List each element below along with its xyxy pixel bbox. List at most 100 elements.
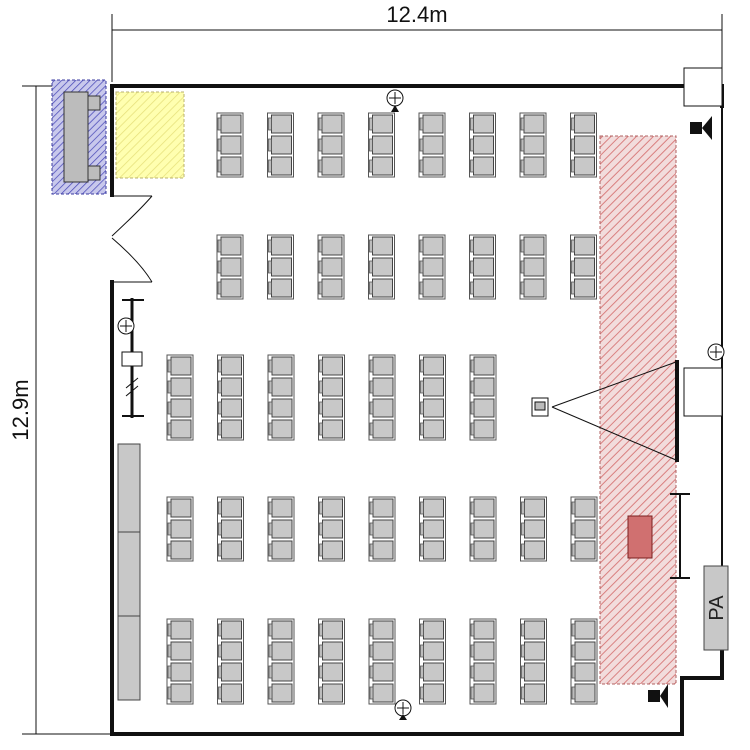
seat bbox=[372, 236, 393, 256]
lectern-line bbox=[670, 493, 690, 579]
seat bbox=[574, 498, 596, 518]
seat bbox=[322, 498, 343, 518]
seat bbox=[372, 498, 394, 518]
seat bbox=[523, 156, 545, 176]
seat-armrest bbox=[268, 644, 273, 658]
seat bbox=[473, 620, 495, 640]
seat-armrest bbox=[420, 522, 424, 536]
seat-armrest bbox=[268, 239, 272, 253]
podium bbox=[627, 515, 653, 559]
seat-armrest bbox=[520, 239, 525, 253]
seat-armrest bbox=[218, 623, 222, 637]
seat bbox=[473, 419, 495, 439]
seat-armrest bbox=[369, 522, 374, 536]
seat-armrest bbox=[319, 401, 323, 415]
seat-armrest bbox=[420, 422, 424, 436]
seat bbox=[524, 519, 545, 539]
seat-armrest bbox=[419, 260, 424, 274]
seat bbox=[221, 419, 242, 439]
seat-armrest bbox=[268, 281, 272, 295]
seat bbox=[523, 135, 545, 155]
seat bbox=[372, 156, 393, 176]
seat bbox=[170, 641, 192, 661]
seat-armrest bbox=[318, 117, 323, 131]
seat bbox=[473, 641, 495, 661]
seat-armrest bbox=[167, 401, 172, 415]
seat-armrest bbox=[268, 380, 273, 394]
seat bbox=[170, 498, 192, 518]
seat-armrest bbox=[470, 281, 474, 295]
seat-armrest bbox=[217, 260, 222, 274]
seat bbox=[170, 620, 192, 640]
seat bbox=[321, 257, 343, 277]
seat-armrest bbox=[218, 422, 222, 436]
control-booth bbox=[51, 79, 107, 195]
seat-armrest bbox=[571, 501, 576, 515]
seat bbox=[271, 498, 293, 518]
seat-armrest bbox=[521, 686, 525, 700]
seat bbox=[423, 356, 444, 376]
seat bbox=[574, 236, 595, 256]
seat bbox=[423, 398, 444, 418]
seat bbox=[574, 257, 595, 277]
microphone-icon bbox=[707, 343, 725, 361]
seat-armrest bbox=[369, 260, 373, 274]
seat bbox=[321, 278, 343, 298]
seat bbox=[574, 662, 596, 682]
seat-armrest bbox=[319, 501, 323, 515]
seat bbox=[322, 683, 343, 703]
seat-armrest bbox=[420, 665, 424, 679]
seat bbox=[372, 114, 393, 134]
seat bbox=[220, 278, 242, 298]
seat-armrest bbox=[167, 380, 172, 394]
seat bbox=[271, 519, 293, 539]
seat-armrest bbox=[369, 422, 374, 436]
seat bbox=[271, 156, 292, 176]
seat-armrest bbox=[521, 522, 525, 536]
seat-armrest bbox=[218, 522, 222, 536]
seat bbox=[372, 620, 394, 640]
seat-armrest bbox=[318, 281, 323, 295]
seat-armrest bbox=[218, 401, 222, 415]
seat bbox=[372, 419, 394, 439]
seat bbox=[221, 662, 242, 682]
seat bbox=[271, 540, 293, 560]
seat-armrest bbox=[319, 359, 323, 373]
seat-armrest bbox=[369, 665, 374, 679]
seat bbox=[473, 662, 495, 682]
seat bbox=[574, 156, 595, 176]
seat bbox=[473, 356, 495, 376]
seat-armrest bbox=[470, 138, 474, 152]
seat-armrest bbox=[571, 543, 576, 557]
seat-armrest bbox=[167, 522, 172, 536]
seat bbox=[423, 641, 444, 661]
seat bbox=[574, 519, 596, 539]
seat bbox=[422, 156, 444, 176]
left-wall-equipment bbox=[121, 298, 144, 418]
door-icon[interactable] bbox=[111, 195, 153, 283]
seat-armrest bbox=[268, 522, 273, 536]
seat bbox=[321, 135, 343, 155]
height-label: 12.9m bbox=[8, 379, 33, 440]
seat bbox=[574, 278, 595, 298]
seat-armrest bbox=[571, 117, 575, 131]
seat bbox=[574, 540, 596, 560]
speaker-icon bbox=[648, 684, 668, 708]
seat bbox=[523, 257, 545, 277]
seat-armrest bbox=[268, 159, 272, 173]
seat-armrest bbox=[369, 281, 373, 295]
seat-armrest bbox=[369, 159, 373, 173]
seat bbox=[322, 398, 343, 418]
seat-armrest bbox=[268, 422, 273, 436]
seat-armrest bbox=[369, 686, 374, 700]
seat bbox=[423, 419, 444, 439]
seat-armrest bbox=[369, 138, 373, 152]
seat-armrest bbox=[318, 159, 323, 173]
seat-armrest bbox=[319, 623, 323, 637]
seat bbox=[372, 683, 394, 703]
seat-armrest bbox=[268, 623, 273, 637]
seat bbox=[322, 662, 343, 682]
equipment-box bbox=[683, 367, 723, 417]
seat-armrest bbox=[319, 522, 323, 536]
seat-armrest bbox=[470, 644, 475, 658]
